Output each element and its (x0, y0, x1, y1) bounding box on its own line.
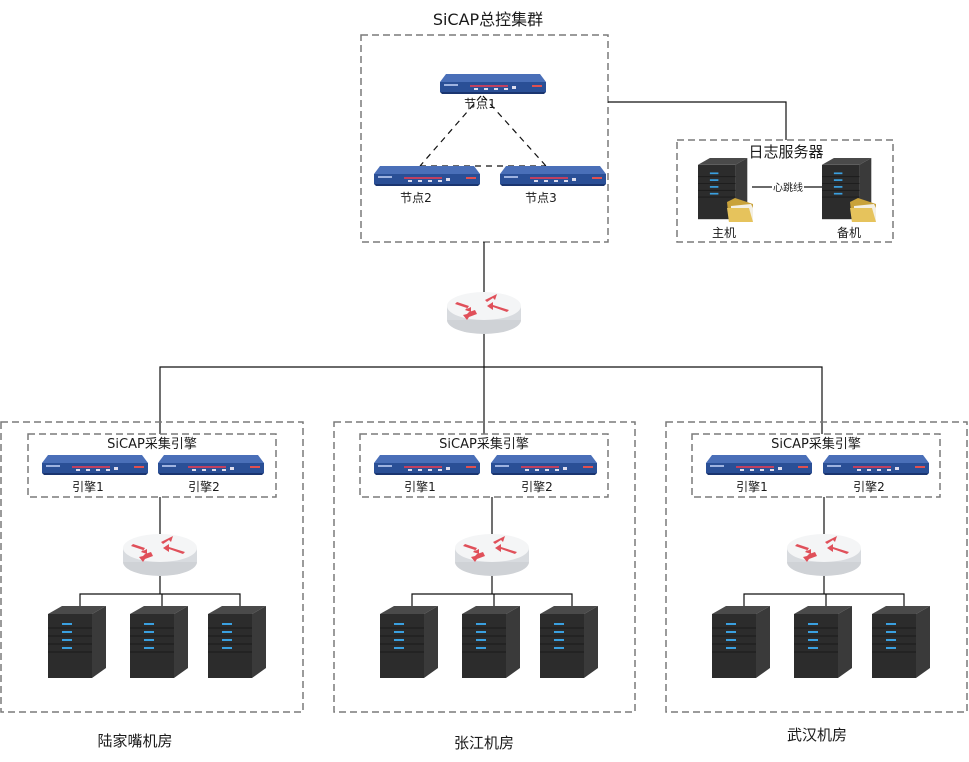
server-icon[interactable] (871, 605, 931, 679)
server-bus (79, 593, 241, 608)
log-primary-label: 主机 (712, 226, 736, 240)
folder-icon (850, 198, 876, 222)
engine-group-title: SiCAP采集引擎 (439, 436, 529, 452)
node-2-label: 节点2 (400, 191, 432, 205)
server-icon[interactable] (711, 605, 771, 679)
cluster-to-log-server-link (608, 101, 787, 140)
datacenter-boundary (333, 421, 636, 713)
engine-group-boundary (691, 433, 941, 498)
engine-2-appliance[interactable] (158, 455, 264, 475)
engine-2-label: 引擎2 (521, 479, 553, 494)
engine-1-label: 引擎1 (404, 479, 436, 494)
engine-2-label: 引擎2 (853, 479, 885, 494)
server-icon[interactable] (379, 605, 439, 679)
datacenter-boundary (665, 421, 968, 713)
log-backup-label: 备机 (837, 226, 861, 240)
datacenter-name: 陆家嘴机房 (97, 732, 172, 750)
engine-2-label: 引擎2 (188, 479, 220, 494)
engine-2-appliance[interactable] (491, 455, 597, 475)
datacenter-name: 张江机房 (454, 734, 514, 752)
node-3-appliance[interactable] (500, 166, 606, 186)
server-icon[interactable] (47, 605, 107, 679)
core-router-icon[interactable] (447, 292, 521, 334)
engine-1-label: 引擎1 (736, 479, 768, 494)
datacenter-boundary (0, 421, 304, 713)
datacenter-name: 武汉机房 (787, 726, 847, 744)
log-server-title: 日志服务器 (748, 143, 823, 161)
engine-1-appliance[interactable] (706, 455, 812, 475)
engine-group-boundary (359, 433, 609, 498)
node-1-label: 节点1 (464, 97, 496, 111)
log-server-boundary (676, 139, 894, 243)
engine-2-appliance[interactable] (823, 455, 929, 475)
core-distribution-bus (159, 366, 823, 434)
router-icon[interactable] (455, 534, 529, 576)
engine-1-appliance[interactable] (374, 455, 480, 475)
server-icon[interactable] (207, 605, 267, 679)
engine-1-label: 引擎1 (72, 479, 104, 494)
server-bus (411, 593, 573, 608)
router-icon[interactable] (123, 534, 197, 576)
control-cluster-boundary (360, 34, 609, 243)
node-1-appliance[interactable] (440, 74, 546, 94)
node-3-label: 节点3 (525, 191, 557, 205)
engine-group-boundary (27, 433, 277, 498)
server-icon[interactable] (129, 605, 189, 679)
router-icon[interactable] (787, 534, 861, 576)
folder-icon (727, 198, 753, 222)
server-icon[interactable] (793, 605, 853, 679)
engine-group-title: SiCAP采集引擎 (771, 436, 861, 452)
node-2-appliance[interactable] (374, 166, 480, 186)
heartbeat-label: 心跳线 (773, 181, 803, 194)
server-bus (743, 593, 905, 608)
control-cluster-title: SiCAP总控集群 (433, 10, 543, 29)
engine-1-appliance[interactable] (42, 455, 148, 475)
server-icon[interactable] (539, 605, 599, 679)
engine-group-title: SiCAP采集引擎 (107, 436, 197, 452)
server-icon[interactable] (461, 605, 521, 679)
